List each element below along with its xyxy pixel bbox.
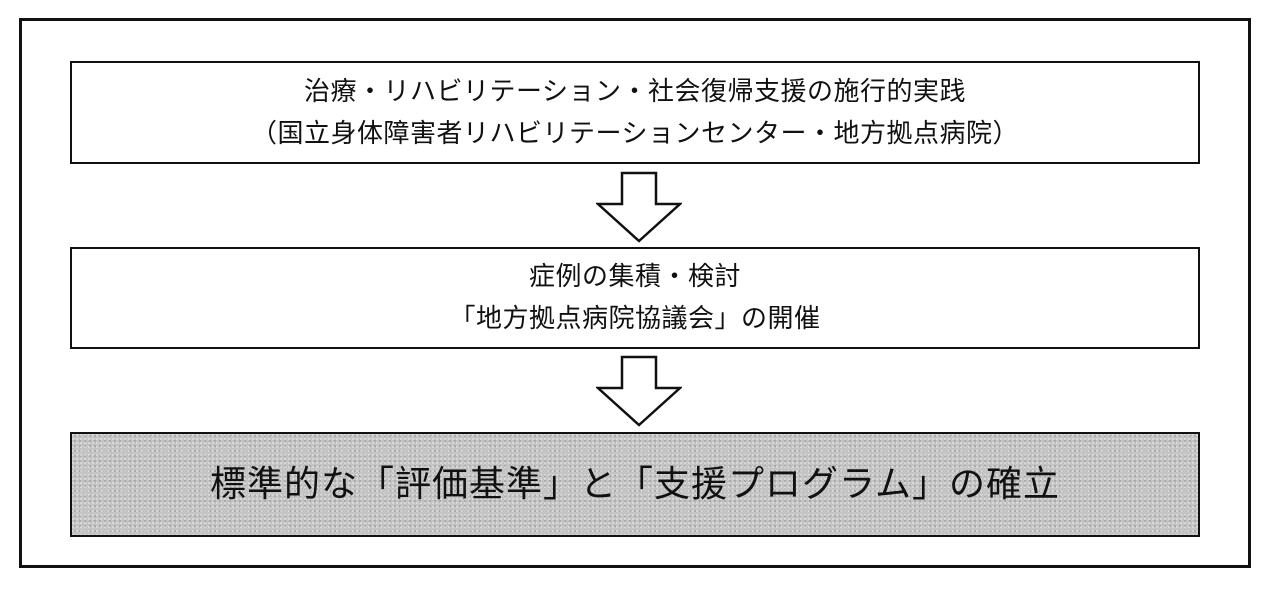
step-box-case-review: 症例の集積・検討 「地方拠点病院協議会」の開催 [70, 247, 1200, 349]
down-arrow-icon [596, 171, 682, 243]
step-box-practice: 治療・リハビリテーション・社会復帰支援の施行的実践 （国立身体障害者リハビリテー… [70, 61, 1200, 164]
diagram-frame [19, 18, 1251, 568]
step-1-line-1: 治療・リハビリテーション・社会復帰支援の施行的実践 [304, 76, 966, 107]
step-box-standard-establishment: 標準的な「評価基準」と「支援プログラム」の確立 [70, 432, 1200, 537]
step-1-line-2: （国立身体障害者リハビリテーションセンター・地方拠点病院） [251, 118, 1019, 149]
step-2-line-1: 症例の集積・検討 [528, 262, 741, 292]
step-2-line-2: 「地方拠点病院協議会」の開催 [449, 304, 821, 334]
down-arrow-icon [596, 355, 682, 427]
step-3-line-1: 標準的な「評価基準」と「支援プログラム」の確立 [210, 463, 1060, 505]
